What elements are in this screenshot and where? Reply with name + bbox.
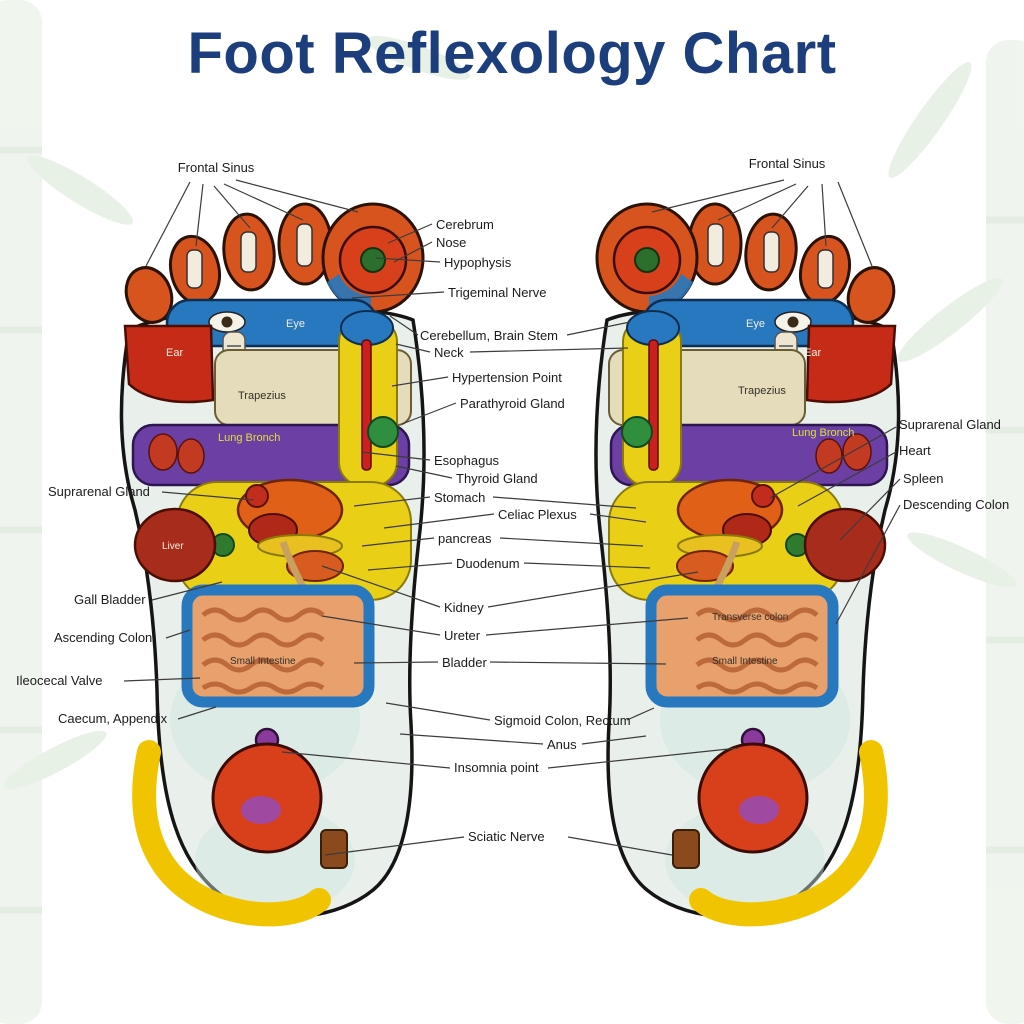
bamboo-leaf-icon <box>3 35 1017 790</box>
label-insomnia-point: Insomnia point <box>454 760 539 775</box>
label-ureter: Ureter <box>444 628 481 643</box>
label-anus: Anus <box>547 737 577 752</box>
label-descending-colon: Descending Colon <box>903 497 1009 512</box>
label-esophagus: Esophagus <box>434 453 500 468</box>
label-bladder: Bladder <box>442 655 487 670</box>
label-stomach: Stomach <box>434 490 485 505</box>
on-foot-labels: Eye Ear Trapezius Lung Bronch Liver Smal… <box>162 318 854 667</box>
label-small-intestine-left: Small Intestine <box>230 656 296 667</box>
label-frontal-sinus-left: Frontal Sinus <box>178 160 255 175</box>
label-suprarenal-gland-right: Suprarenal Gland <box>899 417 1001 432</box>
left-foot <box>119 204 424 917</box>
label-trapezius-right: Trapezius <box>738 385 786 397</box>
leader-lines <box>123 179 901 856</box>
label-eye-right: Eye <box>746 318 765 330</box>
label-lung-bronch-right: Lung Bronch <box>792 427 854 439</box>
label-caecum-appendix: Caecum, Appendix <box>58 711 168 726</box>
label-spleen: Spleen <box>903 471 943 486</box>
label-hypophysis: Hypophysis <box>444 255 512 270</box>
label-pancreas: pancreas <box>438 531 492 546</box>
label-parathyroid-gland: Parathyroid Gland <box>460 396 565 411</box>
label-cerebellum-brain-stem: Cerebellum, Brain Stem <box>420 328 558 343</box>
label-nose: Nose <box>436 235 466 250</box>
label-neck: Neck <box>434 345 464 360</box>
label-hypertension-point: Hypertension Point <box>452 370 562 385</box>
label-liver: Liver <box>162 541 184 552</box>
label-sciatic-nerve: Sciatic Nerve <box>468 829 545 844</box>
label-eye-left: Eye <box>286 318 305 330</box>
page-title: Foot Reflexology Chart <box>187 21 837 86</box>
annotation-labels: Frontal Sinus Frontal Sinus Cerebrum Nos… <box>16 156 1009 844</box>
label-ear-left: Ear <box>166 347 183 359</box>
label-ascending-colon: Ascending Colon <box>54 630 152 645</box>
label-thyroid-gland: Thyroid Gland <box>456 471 538 486</box>
label-gall-bladder: Gall Bladder <box>74 592 146 607</box>
label-ear-right: Ear <box>804 347 821 359</box>
label-lung-bronch-left: Lung Bronch <box>218 432 280 444</box>
right-foot <box>596 204 901 917</box>
label-frontal-sinus-right: Frontal Sinus <box>749 156 826 171</box>
label-kidney: Kidney <box>444 600 484 615</box>
label-sigmoid-colon-rectum: Sigmoid Colon, Rectum <box>494 713 631 728</box>
label-small-intestine-right: Small Intestine <box>712 656 778 667</box>
label-suprarenal-gland-left: Suprarenal Gland <box>48 484 150 499</box>
label-trigeminal-nerve: Trigeminal Nerve <box>448 285 547 300</box>
label-heart: Heart <box>899 443 931 458</box>
label-ileocecal-valve: Ileocecal Valve <box>16 673 102 688</box>
label-trapezius-left: Trapezius <box>238 390 286 402</box>
label-cerebrum: Cerebrum <box>436 217 494 232</box>
label-duodenum: Duodenum <box>456 556 520 571</box>
label-transverse-colon: Transverse colon <box>712 612 788 623</box>
label-celiac-plexus: Celiac Plexus <box>498 507 577 522</box>
